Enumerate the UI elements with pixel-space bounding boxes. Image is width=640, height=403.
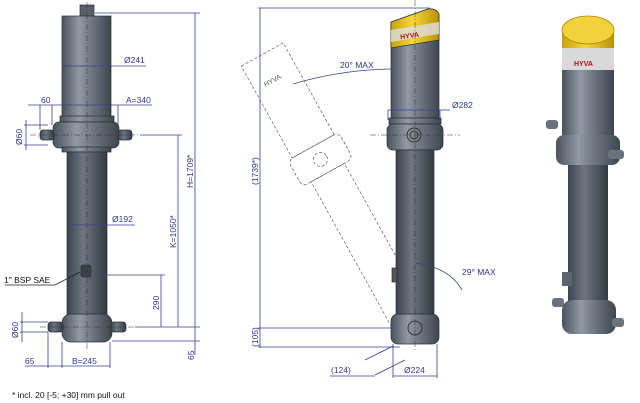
side-tilt-top-label: 20° MAX bbox=[340, 60, 374, 70]
side-total-height-label: (1739*) bbox=[250, 157, 260, 185]
front-view-dimensions bbox=[5, 12, 200, 368]
front-port-height-label: 290 bbox=[151, 296, 161, 310]
front-dia-trunnion-top-label: Ø60 bbox=[14, 129, 24, 145]
side-view-dimensions bbox=[258, 7, 463, 378]
front-a-dim-label: A=340 bbox=[126, 95, 151, 105]
front-b-dim-label: B=245 bbox=[72, 356, 97, 366]
ghost-logo: HYVA bbox=[263, 74, 283, 89]
render-view-cylinder: HYVA bbox=[546, 15, 624, 334]
side-bottom-height-label: (105) bbox=[250, 327, 260, 347]
side-tilt-bottom-label: 29° MAX bbox=[462, 267, 496, 277]
front-k-dim-label: K=1050* bbox=[168, 214, 178, 248]
front-h-dim-label: H=1709* bbox=[185, 154, 195, 188]
front-bottom-offset-label: 65 bbox=[25, 356, 35, 366]
front-view-cylinder bbox=[30, 2, 140, 350]
front-dia-tube-label: Ø192 bbox=[112, 214, 133, 224]
side-view-cylinder: HYVA bbox=[370, 0, 460, 350]
front-port-label: 1" BSP SAE bbox=[4, 275, 51, 285]
render-logo: HYVA bbox=[574, 61, 593, 68]
front-trunnion-offset-label: 60 bbox=[41, 95, 51, 105]
front-dia-trunnion-bottom-label: Ø60 bbox=[10, 322, 20, 338]
front-bottom-height-label: 65 bbox=[186, 350, 196, 360]
front-dia-top-label: Ø241 bbox=[124, 55, 145, 65]
side-bottom-width-label: (124) bbox=[331, 365, 351, 375]
side-dia-bottom-label: Ø224 bbox=[404, 365, 425, 375]
footnote: * incl. 20 [-5; +30] mm pull out bbox=[12, 390, 125, 400]
side-logo: HYVA bbox=[400, 32, 420, 42]
side-dia-collar-label: Ø282 bbox=[452, 100, 473, 110]
